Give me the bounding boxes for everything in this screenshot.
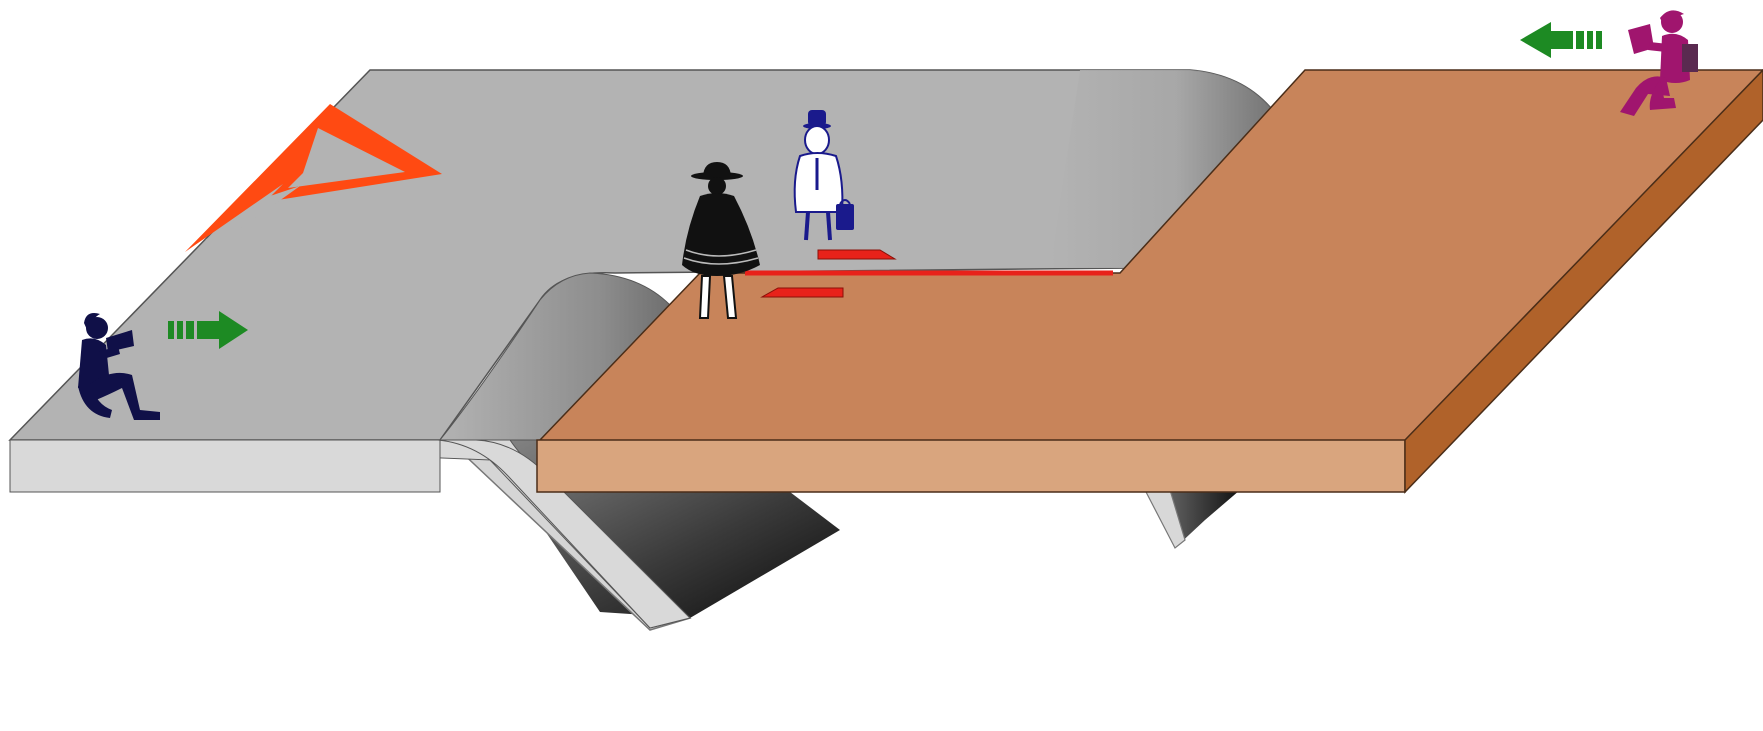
leg [828, 212, 830, 240]
arrow-dash [177, 321, 183, 339]
body [795, 153, 843, 212]
arrow-dash [1551, 31, 1573, 49]
head [805, 126, 829, 154]
backpack [1682, 44, 1698, 72]
arrow-dash [168, 321, 174, 339]
leg [700, 276, 710, 318]
motion-arrow-right-plate [1520, 22, 1602, 58]
arrow-dash [197, 321, 219, 339]
head [708, 177, 726, 195]
leg [806, 212, 808, 240]
arrow-dash [186, 321, 194, 339]
brown-plate-front [537, 440, 1405, 492]
arrow-dash [1576, 31, 1584, 49]
arrow-icon [1520, 22, 1551, 58]
arrow-dash [1596, 31, 1602, 49]
briefcase [836, 204, 854, 230]
arrow-dash [1587, 31, 1593, 49]
